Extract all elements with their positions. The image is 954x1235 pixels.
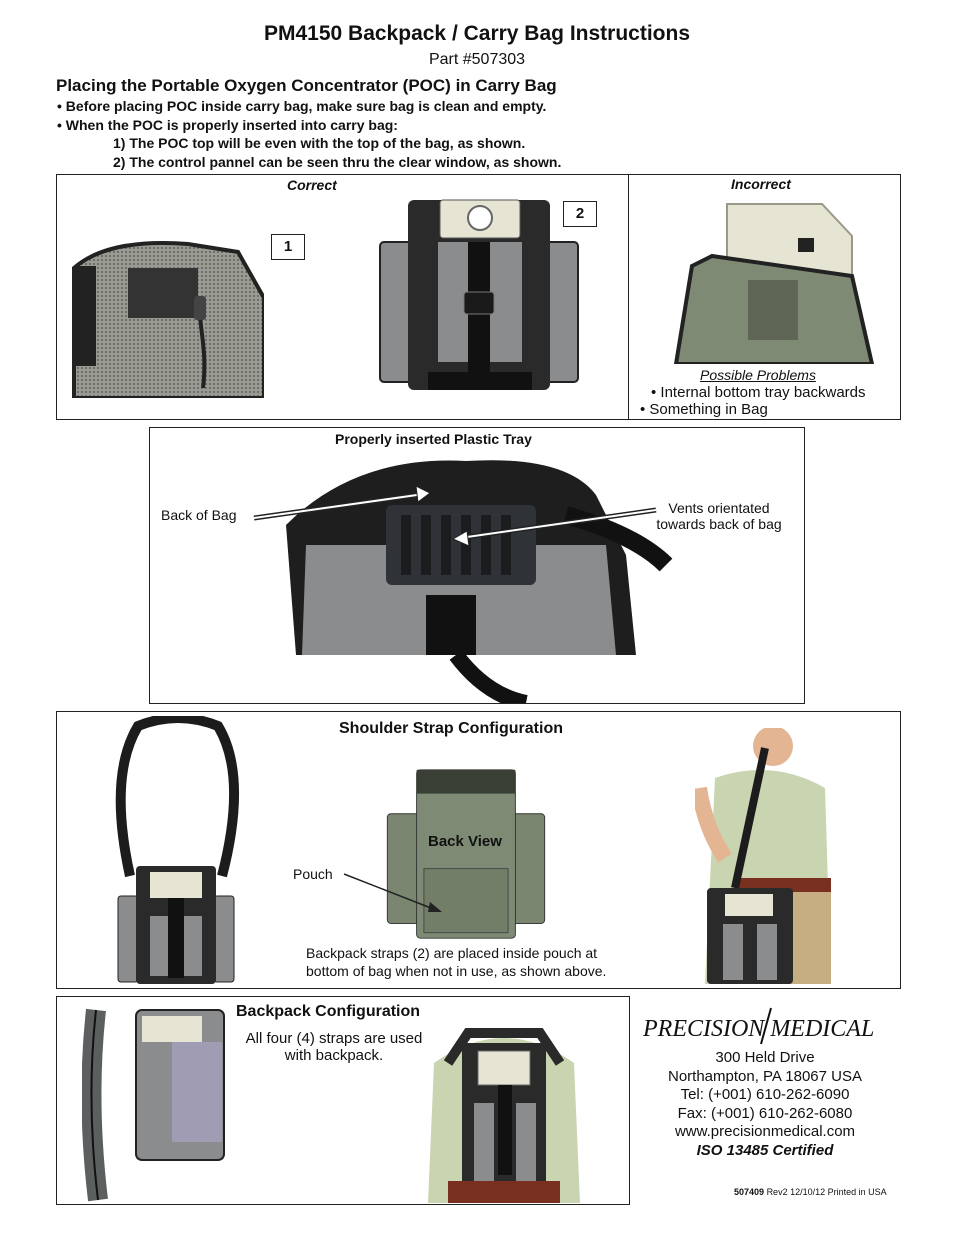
correct-label: Correct xyxy=(287,177,337,193)
photo-bag-top-mesh xyxy=(68,238,264,398)
backpack-note-line-1: All four (4) straps are used xyxy=(245,1030,423,1047)
photo-back-view-green xyxy=(372,768,560,940)
panel-divider xyxy=(628,174,629,420)
photo-bag-with-shoulder-strap xyxy=(108,716,244,984)
strap-note-line-2: bottom of bag when not in use, as shown … xyxy=(306,963,607,979)
company-address: 300 Held Drive Northampton, PA 18067 USA… xyxy=(640,1049,890,1161)
website[interactable]: www.precisionmedical.com xyxy=(674,1123,856,1141)
tray-heading: Properly inserted Plastic Tray xyxy=(335,431,532,447)
step-2: 2) The control pannel can be seen thru t… xyxy=(113,154,562,170)
photo-open-bag-tray xyxy=(266,455,676,703)
logo-text: PRECISION MEDICAL xyxy=(643,1016,874,1042)
bullet-properly-inserted: • When the POC is properly inserted into… xyxy=(57,117,398,133)
backpack-panel xyxy=(56,996,630,1205)
vents-line-1: Vents orientated xyxy=(668,500,770,516)
photo-man-backpack xyxy=(428,1003,580,1203)
problem-tray-backwards: • Internal bottom tray backwards xyxy=(651,384,866,401)
marker-2: 2 xyxy=(563,201,597,227)
photo-backpack-side xyxy=(82,1000,228,1202)
step-1: 1) The POC top will be even with the top… xyxy=(113,135,526,151)
strap-note-line-1: Backpack straps (2) are placed inside po… xyxy=(306,945,598,961)
marker-1: 1 xyxy=(271,234,305,260)
incorrect-label: Incorrect xyxy=(731,176,791,192)
fax: Fax: (+001) 610-262-6080 xyxy=(677,1104,853,1122)
pouch-label: Pouch xyxy=(293,866,333,882)
shoulder-heading: Shoulder Strap Configuration xyxy=(339,720,563,737)
back-of-bag-label: Back of Bag xyxy=(161,507,237,523)
possible-problems-title: Possible Problems xyxy=(700,367,816,383)
plastic-tray-panel xyxy=(149,427,805,704)
precision-medical-logo: PRECISION MEDICAL xyxy=(643,1004,893,1048)
photo-man-shoulder-strap xyxy=(695,728,831,984)
back-view-label: Back View xyxy=(428,833,502,850)
problem-something-in-bag: • Something in Bag xyxy=(640,401,768,418)
photo-bag-front-window xyxy=(368,192,590,392)
photo-incorrect-poc-sticking-out xyxy=(672,196,878,364)
backpack-heading: Backpack Configuration xyxy=(236,1003,421,1020)
address-line-2: Northampton, PA 18067 USA xyxy=(667,1067,862,1085)
pouch-arrow xyxy=(343,873,442,912)
vents-label: Vents orientated towards back of bag xyxy=(640,500,798,532)
doc-number: 507409 xyxy=(734,1187,765,1197)
part-number: Part #507303 xyxy=(428,51,526,68)
placing-heading: Placing the Portable Oxygen Concentrator… xyxy=(56,76,557,95)
address-line-1: 300 Held Drive xyxy=(715,1049,815,1066)
tray-arrows xyxy=(253,485,657,547)
backpack-note: All four (4) straps are used with backpa… xyxy=(220,1030,448,1064)
bullet-clean-bag: • Before placing POC inside carry bag, m… xyxy=(57,98,547,114)
telephone: Tel: (+001) 610-262-6090 xyxy=(680,1086,850,1104)
shoulder-strap-panel xyxy=(56,711,901,989)
backpack-note-line-2: with backpack. xyxy=(284,1047,384,1064)
page-title: PM4150 Backpack / Carry Bag Instructions xyxy=(263,22,690,45)
footer-doc: 507409 Rev2 12/10/12 Printed in USA xyxy=(734,1187,887,1197)
revision: Rev2 12/10/12 Printed in USA xyxy=(766,1187,887,1197)
correct-incorrect-panel xyxy=(56,174,901,420)
vents-line-2: towards back of bag xyxy=(656,516,782,532)
iso-cert: ISO 13485 Certified xyxy=(696,1141,834,1159)
